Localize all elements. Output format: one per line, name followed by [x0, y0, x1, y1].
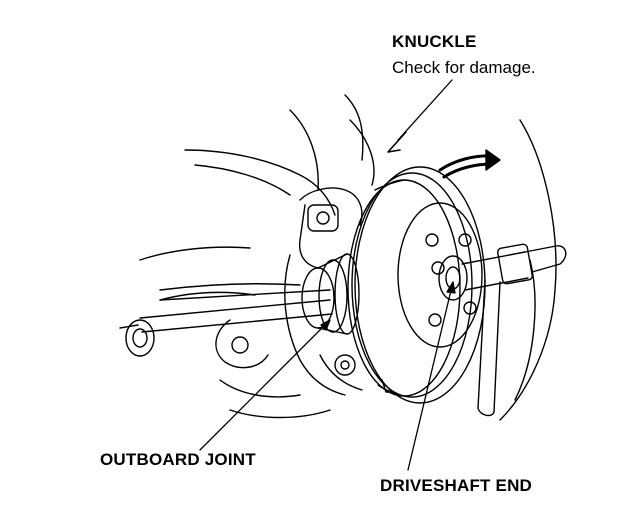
leader-lines: [199, 79, 456, 471]
knuckle-note-label: Check for damage.: [392, 58, 536, 77]
brake-disc-hub: [347, 166, 486, 404]
rotation-arrow-icon: [438, 149, 501, 179]
outboard-joint: [301, 253, 360, 335]
outboard-joint-label: OUTBOARD JOINT: [100, 450, 256, 469]
knuckle-arrowhead: [387, 131, 407, 153]
driveshaft-end-label: DRIVESHAFT END: [380, 476, 533, 495]
knuckle-label: KNUCKLE: [392, 32, 477, 51]
outboard-joint-leader-line: [199, 319, 331, 451]
socket-wrench-tool: [461, 243, 567, 417]
knuckle-casting: [215, 187, 363, 396]
knuckle-leader-line: [397, 79, 453, 141]
driveshaft-end-leader-line: [407, 281, 454, 471]
driveshaft-body: [119, 283, 333, 357]
